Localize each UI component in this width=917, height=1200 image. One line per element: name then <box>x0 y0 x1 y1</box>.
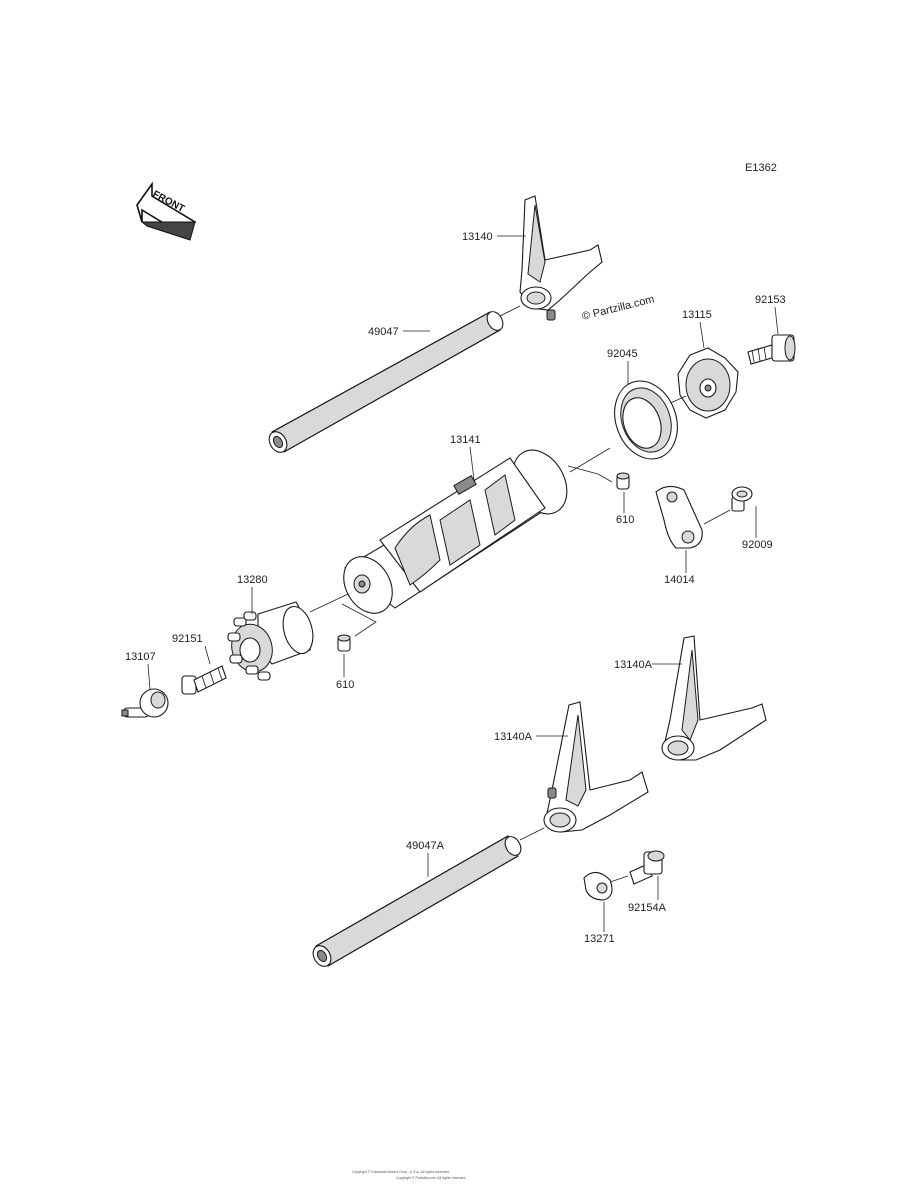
label-13140a-middle: 13140A <box>494 731 533 743</box>
pin-610-left <box>337 634 351 652</box>
pin-610-right <box>616 472 630 490</box>
shift-rod-upper <box>268 311 504 453</box>
label-49047a: 49047A <box>406 840 445 852</box>
guide-plate-13271 <box>583 871 613 901</box>
watermark-text: © Partzilla.com <box>581 293 656 323</box>
label-92154a: 92154A <box>628 902 667 914</box>
front-arrow-icon: FRONT <box>136 181 197 241</box>
label-92153: 92153 <box>755 294 786 306</box>
plate-14014 <box>655 485 703 549</box>
drum-cap-13115 <box>677 347 739 419</box>
screw-92009 <box>731 486 753 512</box>
diagram-code-label: E1362 <box>745 162 777 174</box>
label-13141: 13141 <box>450 434 481 446</box>
shift-fork-middle <box>543 701 649 833</box>
label-92045: 92045 <box>607 348 638 360</box>
shift-rod-lower <box>312 835 522 967</box>
bolt-92154a <box>629 850 665 885</box>
shift-fork-upper <box>519 195 603 321</box>
label-13271: 13271 <box>584 933 615 945</box>
label-610-left: 610 <box>336 679 354 691</box>
label-13107: 13107 <box>125 651 156 663</box>
label-13280: 13280 <box>237 574 268 586</box>
label-14014: 14014 <box>664 574 695 586</box>
footer-copyright-line1: Copyright © Kawasaki Motors Corp., U.S.A… <box>352 1170 450 1174</box>
shift-drum-13141 <box>343 449 568 614</box>
label-13140a-right: 13140A <box>614 659 653 671</box>
footer-copyright-line2: Copyright © Partzilla.com. All rights re… <box>396 1176 466 1180</box>
label-49047: 49047 <box>368 326 399 338</box>
bolt-92151 <box>181 665 227 695</box>
shift-fork-right <box>661 635 767 761</box>
label-13115: 13115 <box>682 309 712 321</box>
bearing-92045 <box>614 380 678 460</box>
label-610-right: 610 <box>616 514 634 526</box>
pin-holder-13280 <box>227 601 314 681</box>
label-13140-upper: 13140 <box>462 231 493 243</box>
label-92151: 92151 <box>172 633 203 645</box>
label-92009: 92009 <box>742 539 773 551</box>
bolt-92153 <box>747 334 796 365</box>
neutral-switch-13107 <box>121 688 169 718</box>
